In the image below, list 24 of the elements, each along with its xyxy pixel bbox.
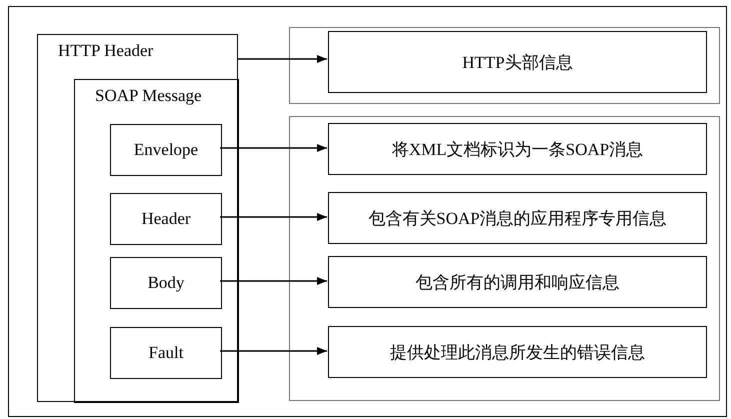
group-box — [289, 116, 720, 401]
node-label: Body — [148, 273, 184, 293]
process-box — [110, 124, 222, 176]
arrow — [238, 55, 327, 63]
arrow — [220, 347, 327, 355]
container-box — [37, 34, 238, 402]
process-box — [110, 257, 222, 309]
container-box — [74, 79, 239, 403]
process-box — [328, 192, 707, 244]
process-box — [328, 31, 707, 93]
arrow — [220, 277, 327, 285]
process-box — [328, 123, 707, 175]
node-label: 包含所有的调用和响应信息 — [416, 270, 620, 294]
node-label: 将XML文档标识为一条SOAP消息 — [392, 138, 644, 160]
arrow — [220, 144, 327, 152]
process-box — [328, 256, 707, 308]
process-box — [328, 326, 707, 378]
node-label: 包含有关SOAP消息的应用程序专用信息 — [368, 206, 667, 230]
process-box — [110, 193, 222, 245]
group-box — [289, 27, 720, 104]
arrow — [220, 213, 327, 221]
node-label: HTTP头部信息 — [462, 50, 573, 74]
process-box — [110, 327, 222, 379]
node-label: Envelope — [134, 140, 198, 160]
